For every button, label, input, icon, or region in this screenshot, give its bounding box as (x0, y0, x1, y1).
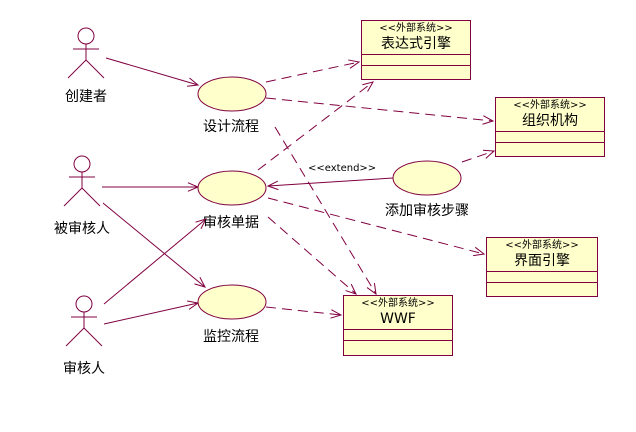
usecase-label-review: 审核单据 (203, 215, 259, 231)
actor-right-leg (83, 327, 103, 347)
relation-line (103, 302, 199, 325)
usecase-monitor (197, 284, 267, 320)
actor-head (73, 155, 91, 173)
external-system-wwf: <<外部系统>> WWF (343, 295, 453, 356)
extend-label: <<extend>> (308, 163, 377, 174)
relation-review-ui (267, 197, 486, 257)
usecase-review (197, 170, 267, 206)
actor-left-leg (65, 327, 85, 347)
stereotype: <<外部系统>> (379, 23, 453, 34)
relations-layer (102, 57, 496, 325)
relation-line (267, 197, 485, 255)
relation-line (461, 150, 495, 163)
arrowhead (266, 180, 279, 191)
arrowhead (366, 283, 377, 296)
arrowhead (348, 59, 361, 69)
system-name: WWF (380, 311, 416, 327)
actor-right-leg (85, 59, 105, 79)
relation-line (274, 126, 377, 295)
relation-design-org (265, 97, 495, 125)
actor-label-creator: 创建者 (65, 89, 107, 105)
arrowhead (345, 283, 357, 295)
relation-line (265, 97, 494, 122)
arrowhead (473, 246, 486, 257)
external-system-ui: <<外部系统>> 界面引擎 (486, 237, 598, 297)
nodes-layer (63, 27, 462, 347)
relation-line (267, 177, 394, 187)
attributes-section (496, 132, 604, 143)
attributes-section (344, 330, 452, 341)
arrowhead (330, 309, 343, 319)
operations-section (496, 143, 604, 154)
relation-line (265, 61, 360, 83)
actor-left-leg (67, 59, 87, 79)
arrowhead (194, 277, 206, 288)
relation-design-wwf (274, 126, 377, 296)
relation-reviewer-review (103, 218, 207, 305)
usecase-label-monitor: 监控流程 (203, 329, 259, 345)
relation-monitor-wwf (265, 306, 343, 319)
actor-head (75, 295, 93, 313)
actor-head (77, 27, 95, 45)
system-name: 界面引擎 (514, 253, 570, 269)
actor-reviewer-icon (65, 295, 103, 347)
attributes-section (362, 55, 470, 66)
relation-design-expr (265, 59, 361, 83)
actor-creator-icon (67, 27, 105, 79)
system-name: 组织机构 (522, 113, 578, 129)
arrowhead (195, 218, 207, 230)
relation-review-wwf (267, 216, 357, 295)
relation-review-expr (257, 81, 375, 171)
stereotype: <<外部系统>> (361, 298, 435, 309)
usecase-label-design: 设计流程 (203, 119, 259, 135)
actor-right-leg (81, 187, 101, 207)
arrowhead (362, 81, 375, 92)
relation-addstep-extend-review (266, 177, 394, 191)
operations-section (344, 341, 452, 352)
relation-reviewee-monitor (102, 202, 206, 288)
stereotype: <<外部系统>> (505, 240, 579, 251)
arrowhead (482, 115, 495, 125)
stereotype: <<外部系统>> (513, 100, 587, 111)
operations-section (487, 283, 597, 294)
external-system-org: <<外部系统>> 组织机构 (495, 97, 605, 157)
actor-label-reviewee: 被审核人 (54, 221, 110, 237)
system-name: 表达式引擎 (381, 36, 451, 52)
arrowhead (482, 149, 496, 159)
relation-line (257, 81, 374, 171)
operations-section (362, 66, 470, 77)
relation-line (265, 306, 342, 316)
usecase-addstep (392, 160, 462, 196)
relation-line (105, 57, 199, 86)
usecase-label-addstep: 添加审核步骤 (385, 203, 469, 219)
relation-line (103, 218, 207, 305)
actor-label-reviewer: 审核人 (63, 361, 105, 377)
relation-reviewer-monitor (103, 300, 200, 325)
actor-left-leg (63, 187, 83, 207)
relation-creator-design (105, 57, 200, 87)
attributes-section (487, 272, 597, 283)
relation-addstep-org (461, 149, 496, 163)
external-system-expr: <<外部系统>> 表达式引擎 (361, 20, 471, 80)
usecase-design (197, 76, 267, 112)
actor-reviewee-icon (63, 155, 101, 207)
arrowhead (187, 77, 200, 87)
relation-line (267, 216, 357, 295)
relation-line (102, 202, 206, 288)
relation-reviewee-review (102, 182, 200, 192)
